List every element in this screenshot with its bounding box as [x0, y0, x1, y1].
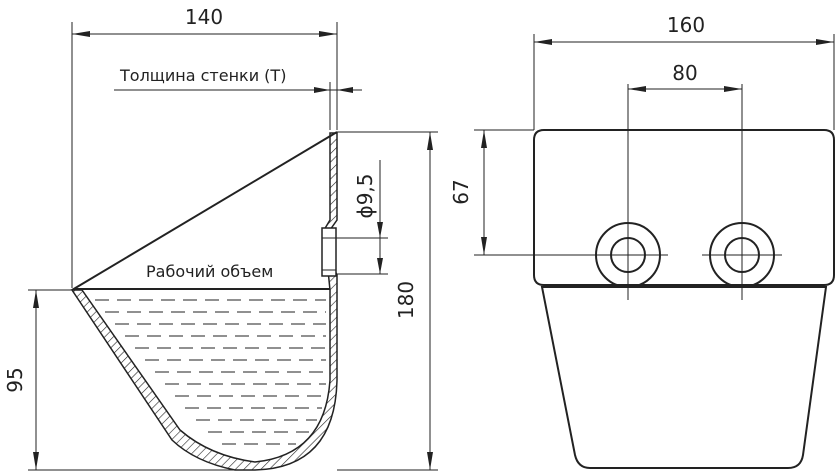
- dimension-160-label: 160: [667, 13, 705, 37]
- hole-diameter-callout: ϕ9,5: [336, 160, 388, 275]
- dimension-67-label: 67: [449, 179, 473, 204]
- dimension-140: 140: [71, 5, 338, 288]
- wall-thickness-label: Толщина стенки (Т): [119, 66, 286, 85]
- bolt-hole-section: [321, 227, 337, 277]
- hole-diameter-label: ϕ9,5: [353, 174, 377, 219]
- working-volume-fill: [82, 290, 330, 462]
- bucket-front-edge: [71, 131, 338, 291]
- front-view: 160 80 67: [449, 13, 835, 469]
- side-view: 140 Толщина стенки (Т) ϕ9,5 Рабочий объе…: [3, 5, 438, 471]
- dimension-95: 95: [3, 289, 235, 471]
- dimension-80: 80: [628, 61, 742, 92]
- bucket-front-lower: [540, 286, 828, 469]
- bolt-hole-right: [702, 84, 782, 300]
- dimension-160: 160: [533, 13, 835, 130]
- bolt-hole-left: [588, 84, 668, 300]
- dimension-180-label: 180: [394, 281, 418, 319]
- wall-thickness-callout: Толщина стенки (Т): [114, 66, 362, 130]
- liquid-hatch-lines: [95, 299, 326, 445]
- dimension-140-label: 140: [185, 5, 223, 29]
- working-volume-label: Рабочий объем: [146, 262, 273, 281]
- dimension-80-label: 80: [672, 61, 697, 85]
- dimension-95-label: 95: [3, 367, 27, 392]
- bucket-front-upper: [533, 129, 835, 286]
- dimension-180: 180: [337, 131, 438, 471]
- dimension-67: 67: [449, 129, 596, 256]
